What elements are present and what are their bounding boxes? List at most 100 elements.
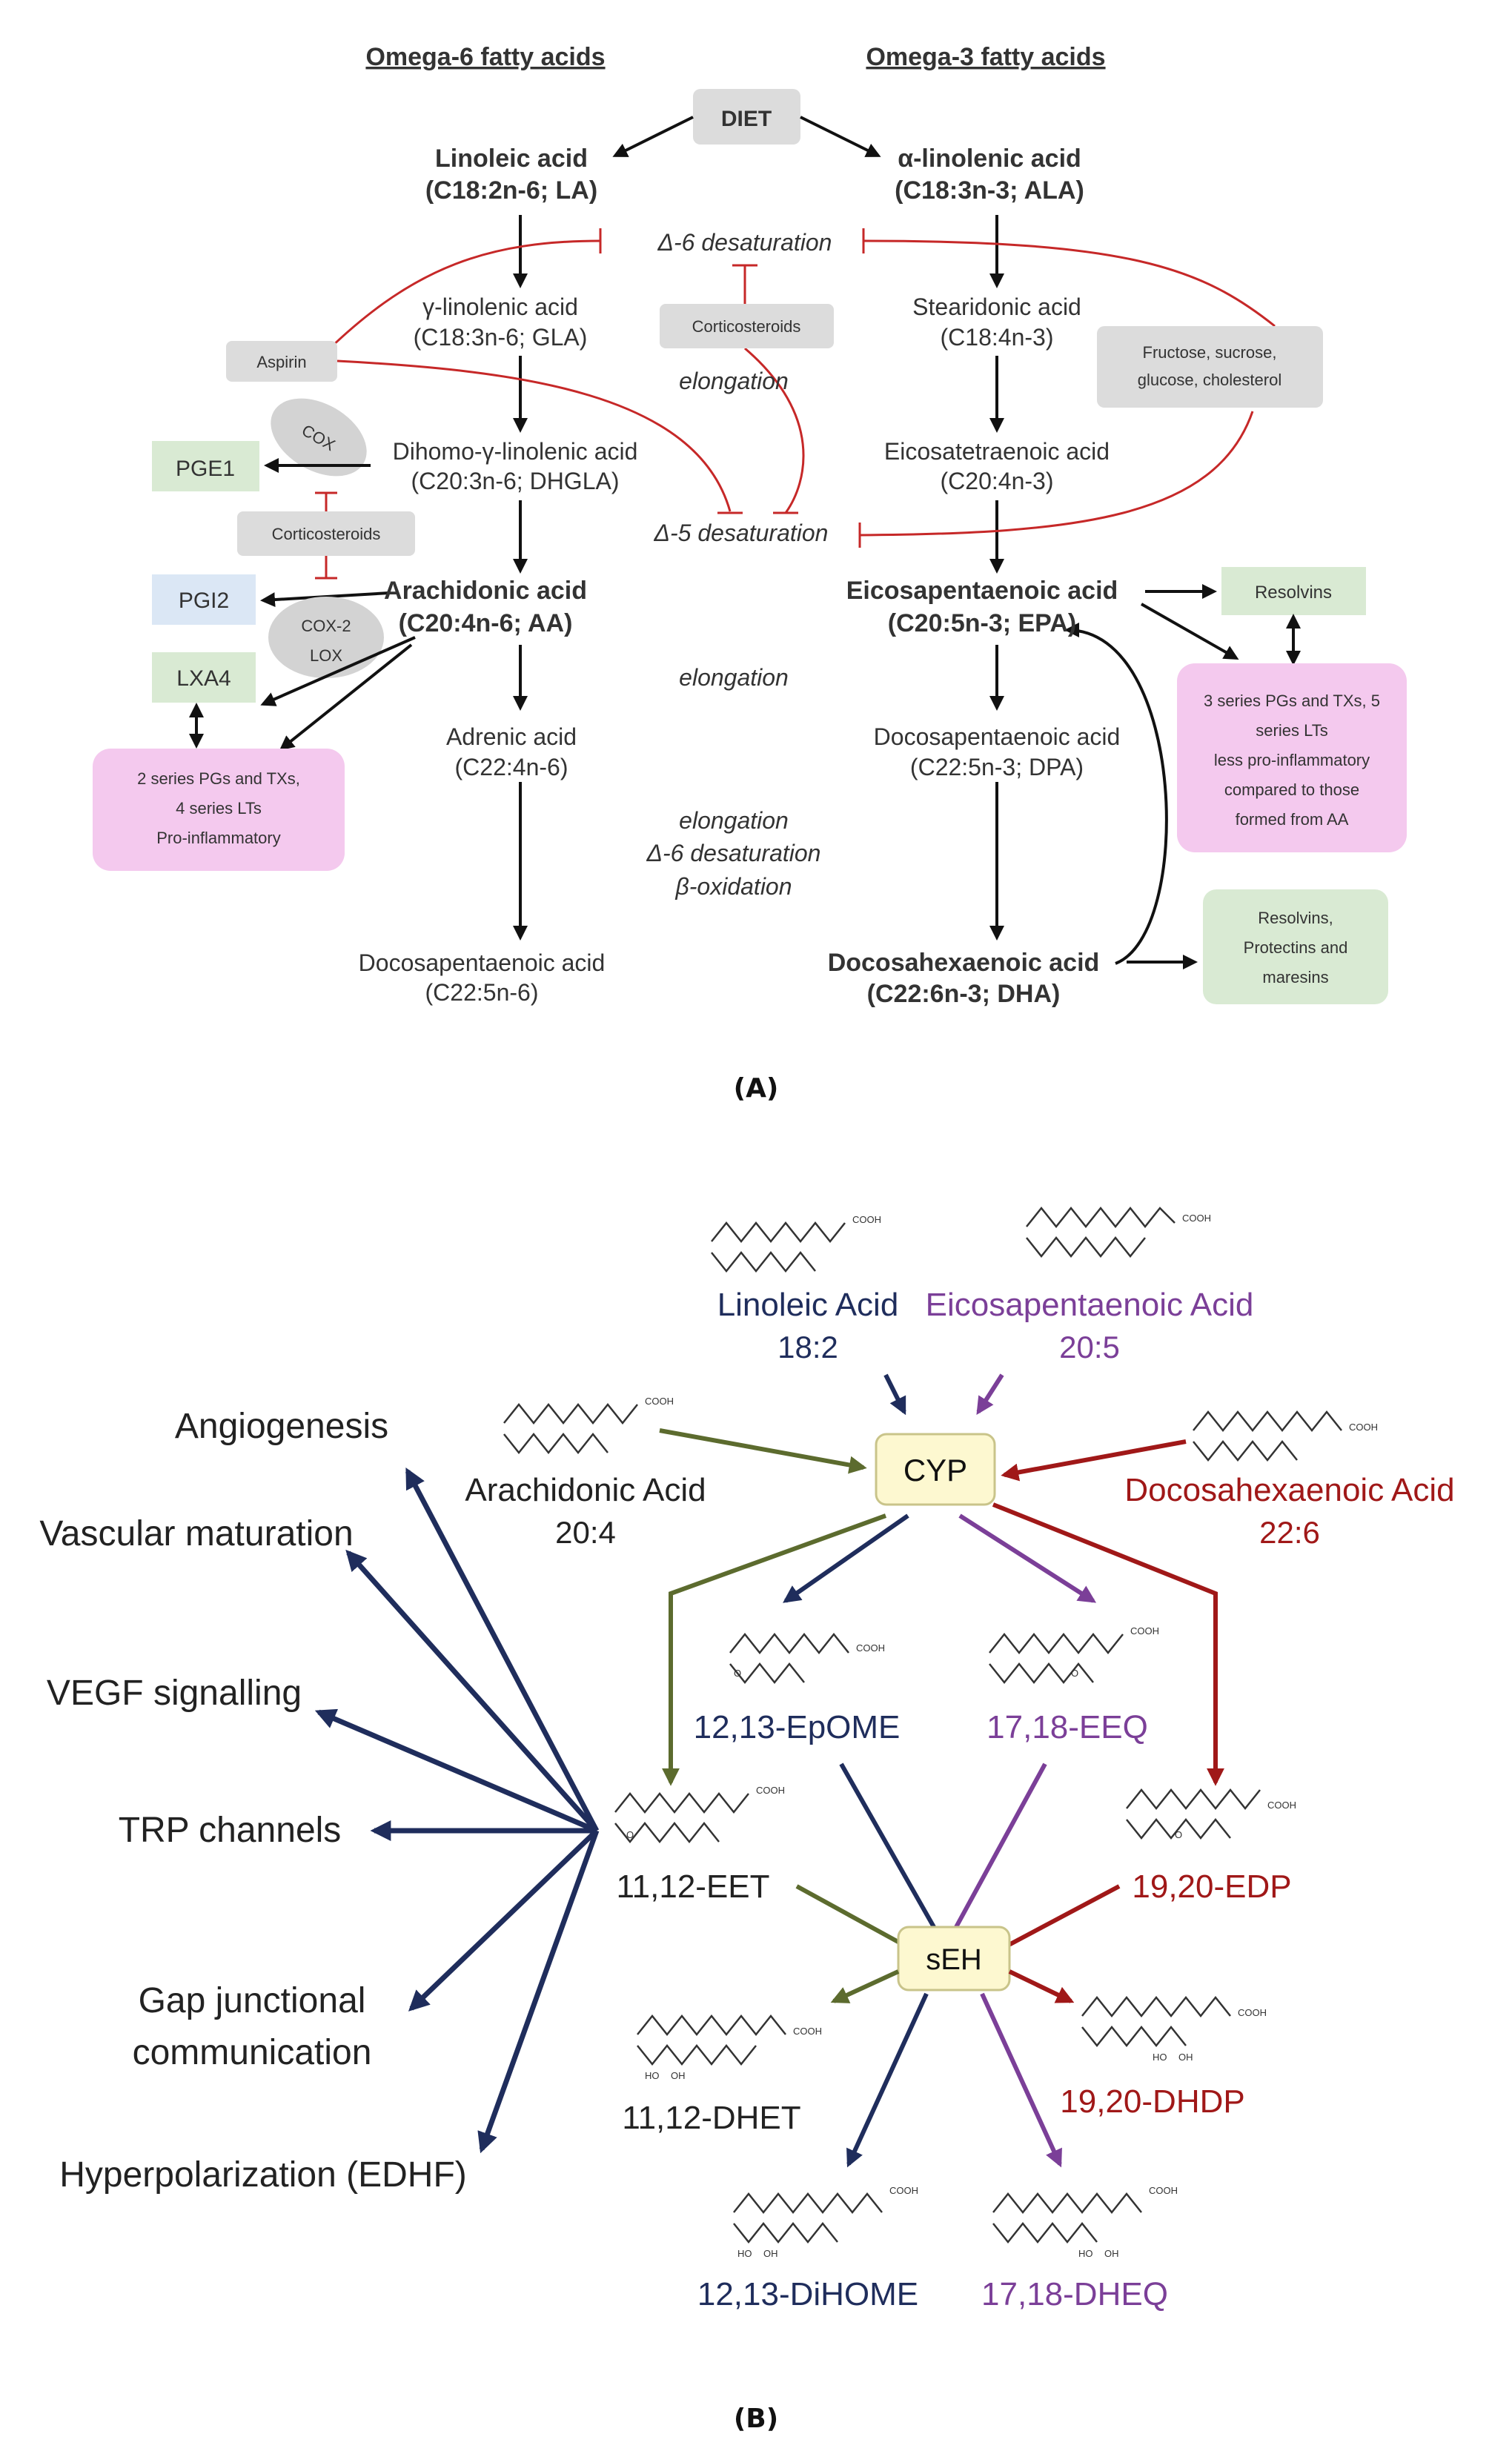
dhdp-oh: OH — [1178, 2052, 1193, 2063]
seh-to-dhet-arrow — [830, 1969, 900, 2003]
adrenic-formula: (C22:4n-6) — [455, 754, 568, 780]
arachidonic-structure-bottom — [503, 1432, 609, 1455]
diet-box — [693, 89, 800, 145]
dhgla-formula: (C20:3n-6; DHGLA) — [411, 468, 620, 494]
effect-hyperpolarization: Hyperpolarization (EDHF) — [59, 2155, 467, 2195]
protectins-line-3: maresins — [1262, 968, 1328, 986]
effect-trp-channels: TRP channels — [119, 1811, 342, 1850]
d5-desaturation-label: Δ-5 desaturation — [654, 520, 829, 546]
effect-communication: communication — [133, 2033, 372, 2072]
dhdp-cooh: COOH — [1238, 2007, 1267, 2018]
corticosteroids-left-box — [237, 511, 415, 556]
dihome-ho: HO — [737, 2248, 752, 2259]
edp-label: 19,20-EDP — [1132, 1868, 1291, 1905]
dha-to-epa-retroconversion-arrow — [1064, 623, 1168, 965]
linoleic-name: Linoleic Acid — [717, 1287, 899, 1323]
series3-line-3: less pro-inflammatory — [1214, 751, 1370, 769]
dhet-ho: HO — [645, 2070, 660, 2081]
effect-angiogenesis: Angiogenesis — [175, 1407, 388, 1446]
dheq-label: 17,18-DHEQ — [981, 2276, 1168, 2312]
dihome-structure-bottom — [733, 2221, 838, 2244]
linoleic-cooh: COOH — [852, 1214, 881, 1225]
epome-structure-top — [729, 1632, 849, 1655]
arachidonic-num: 20:4 — [555, 1515, 616, 1550]
dhdp-ho: HO — [1153, 2052, 1167, 2063]
seh-to-dihome-arrow — [846, 1992, 929, 2168]
dihome-label: 12,13-DiHOME — [697, 2276, 918, 2312]
lox-label: LOX — [310, 646, 342, 665]
dha-structure-bottom — [1193, 1439, 1298, 1462]
eeq-label: 17,18-EEQ — [987, 1709, 1148, 1745]
effect-vegf-signalling: VEGF signalling — [47, 1674, 302, 1713]
pgi2-box — [152, 574, 256, 625]
corticosteroids-left-label: Corticosteroids — [272, 525, 381, 543]
eet-cooh: COOH — [756, 1785, 785, 1796]
effect-gap-junctional: Gap junctional — [139, 1981, 366, 2020]
seh-to-dheq-arrow — [980, 1992, 1062, 2168]
epa-structure-bottom — [1026, 1236, 1146, 1258]
dihome-structure-top — [733, 2192, 883, 2215]
linoleic-to-cyp-arrow — [883, 1373, 906, 1416]
sda-name: Stearidonic acid — [912, 294, 1081, 320]
edp-o: O — [1175, 1829, 1182, 1840]
structure-sketches — [503, 1206, 1342, 2244]
epome-structure-bottom — [729, 1662, 805, 1685]
diet-to-la-arrow — [612, 116, 694, 157]
dhet-label: 11,12-DHET — [622, 2100, 800, 2136]
arachidonic-cooh: COOH — [645, 1396, 674, 1407]
cyp-to-epome-arrow — [783, 1513, 909, 1603]
linoleic-structure-bottom — [711, 1250, 816, 1273]
dheq-cooh: COOH — [1149, 2185, 1178, 2196]
epome-o: O — [734, 1668, 741, 1679]
resolvins-label: Resolvins — [1255, 583, 1332, 603]
series3-line-2: series LTs — [1256, 721, 1327, 740]
panel-b-caption: (B) — [734, 2404, 778, 2434]
pge1-label: PGE1 — [176, 457, 235, 481]
seh-label: sEH — [926, 1943, 982, 1976]
pgi2-label: PGI2 — [179, 588, 229, 613]
lxa4-box — [152, 652, 256, 703]
dheq-structure-bottom — [992, 2221, 1098, 2244]
eet-structure-bottom — [614, 1821, 720, 1844]
eet-label: 11,12-EET — [616, 1868, 769, 1905]
dha-name: Docosahexaenoic acid — [828, 949, 1100, 977]
aspirin-box — [226, 341, 337, 382]
dhet-structure-bottom — [637, 2043, 757, 2066]
lxa4-label: LXA4 — [176, 666, 231, 691]
corticosteroids-center-label: Corticosteroids — [692, 317, 801, 336]
series3-box — [1177, 663, 1407, 852]
inhibition-lines — [315, 228, 1276, 580]
protectins-box — [1203, 889, 1388, 1004]
dha-b-name: Docosahexaenoic Acid — [1124, 1472, 1454, 1508]
series2-line-1: 2 series PGs and TXs, — [137, 769, 300, 788]
dpa3-formula: (C22:5n-3; DPA) — [910, 754, 1084, 780]
epa-to-cyp-arrow — [976, 1373, 1004, 1416]
diet-label: DIET — [721, 107, 772, 131]
sda-formula: (C18:4n-3) — [941, 324, 1054, 351]
eet-to-hyperpolarization-arrow — [477, 1829, 600, 2154]
eeq-to-seh-line — [954, 1762, 1047, 1929]
arachidonic-structure-top — [503, 1402, 638, 1425]
dha-cooh: COOH — [1349, 1422, 1378, 1433]
epa-formula: (C20:5n-3; EPA) — [888, 609, 1076, 637]
edp-structure-top — [1126, 1788, 1261, 1811]
dha-formula: (C22:6n-3; DHA) — [867, 980, 1061, 1008]
cyp-to-edp-arrow — [992, 1502, 1224, 1786]
epome-to-seh-line — [839, 1762, 936, 1929]
la-formula: (C18:2n-6; LA) — [425, 176, 597, 205]
seh-box — [897, 1926, 1011, 1992]
fructose-line2: glucose, cholesterol — [1138, 371, 1281, 389]
dheq-oh: OH — [1104, 2248, 1119, 2259]
dha-structure-top — [1193, 1410, 1342, 1433]
dihome-cooh: COOH — [889, 2185, 918, 2196]
la-name: Linoleic acid — [435, 145, 588, 173]
cox2-label: COX-2 — [301, 617, 351, 635]
aa-name: Arachidonic acid — [384, 577, 587, 605]
cyp-to-eet-arrow — [662, 1513, 887, 1786]
dhet-structure-top — [637, 2014, 786, 2037]
corticosteroids-center-box — [660, 304, 834, 348]
fructose-inhibits-d5-line — [859, 411, 1254, 537]
seh-to-dhdp-arrow — [1008, 1969, 1075, 2003]
dheq-ho: HO — [1078, 2248, 1093, 2259]
edp-structure-bottom — [1126, 1817, 1231, 1840]
